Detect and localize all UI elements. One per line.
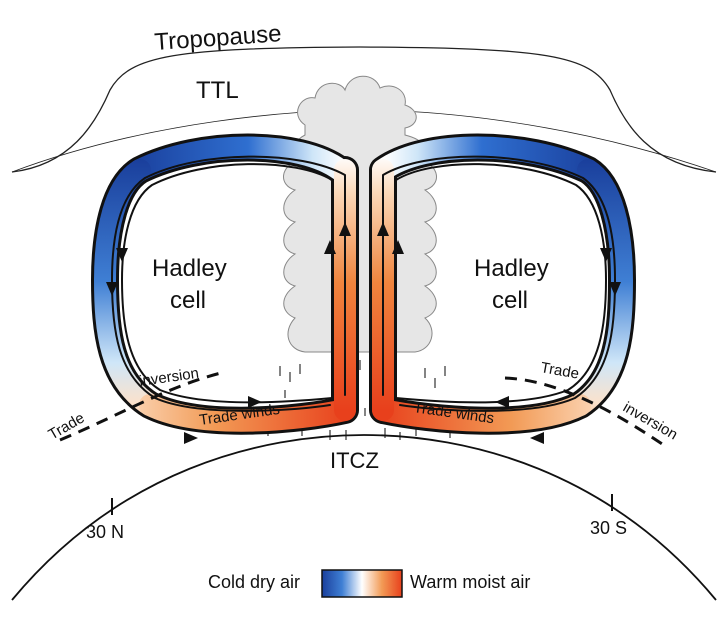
tropopause-line: [11, 46, 717, 173]
arrow-down-left: [106, 282, 118, 296]
flow-arrows: [106, 222, 621, 444]
arrow-right-left-inner: [248, 396, 262, 408]
arrow-up-right-inner: [377, 222, 389, 236]
arrow-up-left-outer: [324, 240, 336, 254]
hadley-left-label-line2: cell: [170, 287, 206, 314]
arrow-down-right: [609, 282, 621, 296]
right-hadley-cell-loop: [369, 133, 636, 435]
tropopause-label: Tropopause: [154, 20, 283, 56]
inversion-line-right: [504, 376, 669, 450]
legend-cold-label: Cold dry air: [208, 572, 300, 592]
arrow-left-right-bottom: [530, 432, 544, 444]
itcz-label: ITCZ: [330, 448, 379, 473]
earth-surface: [11, 434, 717, 601]
trade-right-label: Trade: [539, 359, 580, 382]
legend: Cold dry air Warm moist air: [208, 569, 530, 598]
arrow-up-right-outer: [392, 240, 404, 254]
legend-color-bar: [321, 569, 403, 598]
arrow-down-right-upper: [600, 248, 612, 262]
convective-cloud: [283, 75, 437, 353]
ttl-label: TTL: [196, 77, 239, 104]
right-loop-inner-edge: [395, 163, 608, 404]
hadley-right-label-line1: Hadley: [474, 255, 549, 282]
arrow-up-left-inner: [339, 222, 351, 236]
inversion-line-left: [59, 370, 226, 442]
hadley-left-label-line1: Hadley: [152, 255, 227, 282]
left-hadley-cell-loop: [91, 133, 359, 435]
lat-north-label: 30 N: [86, 522, 124, 542]
left-loop-inner-edge: [120, 163, 333, 404]
hadley-right-label-line2: cell: [492, 287, 528, 314]
arrow-down-left-upper: [116, 248, 128, 262]
arrow-right-left-bottom: [184, 432, 198, 444]
inversion-left-label: inversion: [138, 365, 200, 390]
legend-warm-label: Warm moist air: [410, 572, 530, 592]
inversion-right-label: inversion: [620, 399, 680, 444]
arrow-left-right-inner: [495, 396, 509, 408]
lat-south-label: 30 S: [590, 518, 627, 538]
